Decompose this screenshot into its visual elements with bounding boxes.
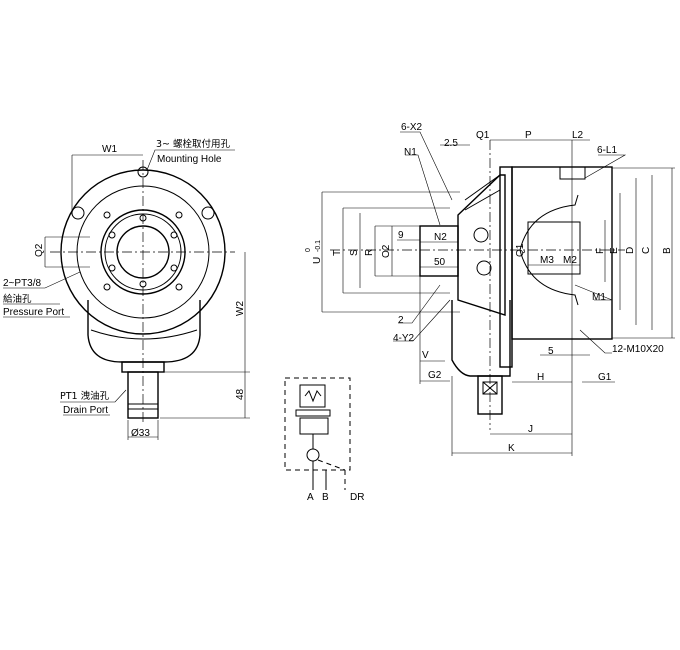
m3-label: M3 bbox=[540, 255, 554, 266]
dim-2-5-label: 2.5 bbox=[444, 138, 458, 149]
o2-label: O2 bbox=[381, 244, 392, 258]
m1-label: M1 bbox=[592, 292, 606, 303]
v-label: V bbox=[422, 350, 429, 361]
port-dr-label: DR bbox=[350, 492, 364, 503]
t-label: T bbox=[332, 250, 343, 256]
spring-icon bbox=[304, 390, 322, 403]
j-label: J bbox=[528, 424, 533, 435]
body-lower bbox=[87, 300, 201, 363]
l2-label: L2 bbox=[572, 130, 584, 141]
n2-label: N2 bbox=[434, 232, 447, 243]
drain-port-label: Drain Port bbox=[63, 405, 108, 416]
w1-label: W1 bbox=[102, 144, 117, 155]
housing-lower bbox=[451, 300, 511, 377]
w2-label: W2 bbox=[235, 301, 246, 316]
mounting-hole-right bbox=[201, 206, 215, 220]
f-label: F bbox=[595, 248, 606, 254]
mounting-hole-left bbox=[71, 206, 85, 220]
drain-port-cn-label: PT1 洩油孔 bbox=[60, 390, 110, 402]
h-label: H bbox=[537, 372, 544, 383]
pressure-port-label: Pressure Port bbox=[3, 307, 64, 318]
front-view: W1 3~ 螺栓取付用孔 Mounting Hole Q2 2~PT3/8 給油… bbox=[3, 138, 250, 440]
m10-label: 12-M10X20 bbox=[612, 344, 664, 355]
u-tolerance-lower: -0.1 bbox=[315, 240, 322, 252]
bolt-holes bbox=[103, 211, 183, 291]
u-label: U bbox=[312, 257, 323, 264]
pressure-port-size-label: 2~PT3/8 bbox=[3, 278, 42, 289]
d-label: D bbox=[625, 247, 636, 254]
dim-48-label: 48 bbox=[235, 388, 246, 400]
port-a-label: A bbox=[307, 492, 314, 503]
n1-label: N1 bbox=[404, 147, 417, 158]
hydraulic-symbol: A B DR bbox=[284, 377, 364, 503]
q1-top-label: Q1 bbox=[476, 130, 490, 141]
b-label: B bbox=[662, 247, 673, 254]
x2-label: 6-X2 bbox=[401, 122, 423, 133]
dim-2-label: 2 bbox=[398, 315, 404, 326]
dim-9-label: 9 bbox=[398, 230, 404, 241]
p-label: P bbox=[525, 130, 532, 141]
piston bbox=[527, 221, 581, 275]
rotor-body bbox=[457, 174, 506, 316]
q2-label: Q2 bbox=[34, 243, 45, 257]
g2-label: G2 bbox=[428, 370, 442, 381]
dia-33-label: Ø33 bbox=[131, 428, 150, 439]
m2-label: M2 bbox=[563, 255, 577, 266]
cylinder-cutaway bbox=[519, 194, 579, 306]
port-b-label: B bbox=[322, 492, 329, 503]
y2-label: 4-Y2 bbox=[393, 333, 415, 344]
dim-5-label: 5 bbox=[548, 346, 554, 357]
q1-side-label: Q1 bbox=[515, 243, 526, 257]
s-label: S bbox=[349, 249, 360, 256]
c-label: C bbox=[641, 247, 652, 254]
dim-50-label: 50 bbox=[434, 257, 446, 268]
check-ball-icon bbox=[306, 448, 320, 462]
l1-label: 6-L1 bbox=[597, 145, 617, 156]
u-tolerance-upper: 0 bbox=[305, 248, 312, 252]
e-label: E bbox=[609, 247, 620, 254]
mounting-hole-label: Mounting Hole bbox=[157, 154, 222, 165]
side-view: 6-X2 2.5 Q1 P L2 N1 6-L1 U 0 -0.1 T S R … bbox=[305, 122, 675, 456]
pressure-port-cn-label: 給油孔 bbox=[3, 293, 32, 305]
k-label: K bbox=[508, 443, 515, 454]
g1-label: G1 bbox=[598, 372, 612, 383]
r-label: R bbox=[364, 249, 375, 256]
mounting-hole-cn-label: 3~ 螺栓取付用孔 bbox=[156, 138, 231, 150]
